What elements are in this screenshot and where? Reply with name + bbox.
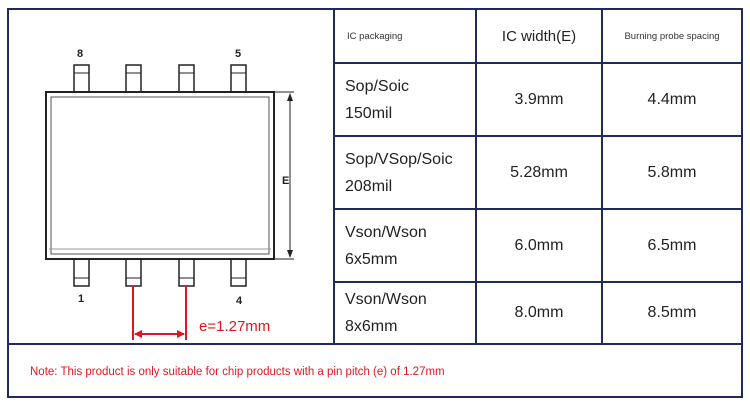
pin-pitch-note: Note: This product is only suitable for … (30, 366, 445, 378)
pin-3 (178, 258, 195, 287)
grid-line-table-bottom (7, 343, 743, 345)
pin-6 (178, 64, 195, 93)
pin-2 (125, 258, 142, 287)
grid-line-bottom (7, 396, 743, 398)
package-name: Sop/Soic (345, 77, 410, 95)
pin-1 (73, 258, 90, 287)
pin-7 (125, 64, 142, 93)
pin-5 (230, 64, 247, 93)
package-name: Vson/Wson (345, 291, 427, 308)
pin-label-5: 5 (235, 48, 242, 60)
pin-4 (230, 258, 247, 287)
package-size: 8x6mm (345, 318, 398, 335)
grid-line-left (7, 8, 9, 398)
package-size: 6x5mm (345, 250, 398, 268)
grid-line-row2 (334, 208, 743, 210)
table-row-2-width: 5.28mm (510, 163, 568, 181)
table-row-3-spacing: 6.5mm (647, 236, 697, 254)
table-row-1-package: Sop/Soic 150mil (337, 64, 475, 135)
grid-line-right (741, 8, 743, 398)
table-row-1-spacing: 4.4mm (647, 90, 697, 108)
table-row-4-width: 8.0mm (514, 304, 564, 321)
pin-label-4: 4 (236, 295, 243, 307)
package-size: 150mil (345, 104, 393, 122)
table-row-2-package: Sop/VSop/Soic 208mil (337, 137, 475, 208)
pitch-dimension-label: e=1.27mm (199, 318, 271, 335)
grid-line-diagram-divider (333, 8, 335, 345)
header-probe-spacing: Burning probe spacing (624, 30, 720, 42)
package-name: Sop/VSop/Soic (345, 150, 453, 168)
table-row-3-width: 6.0mm (514, 236, 564, 254)
pin-8 (73, 64, 90, 93)
header-ic-width: IC width(E) (501, 27, 577, 45)
grid-line-header (334, 62, 743, 64)
width-dimension-label: E (282, 175, 290, 187)
header-ic-packaging: IC packaging (347, 30, 403, 42)
pin-label-8: 8 (77, 48, 84, 60)
pin-label-1: 1 (78, 293, 85, 305)
package-size: 208mil (345, 177, 393, 195)
package-name: Vson/Wson (345, 223, 427, 241)
soic-chip-diagram (45, 64, 294, 340)
grid-line-row3 (334, 281, 743, 283)
table-row-4-spacing: 8.5mm (647, 304, 697, 321)
grid-line-row1 (334, 135, 743, 137)
table-row-1-width: 3.9mm (514, 90, 564, 108)
grid-line-top (7, 8, 743, 10)
grid-line-col2 (475, 8, 477, 345)
table-row-3-package: Vson/Wson 6x5mm (337, 210, 475, 281)
table-row-2-spacing: 5.8mm (647, 163, 697, 181)
grid-line-col3 (601, 8, 603, 345)
chip-body (45, 91, 275, 260)
table-row-4-package: Vson/Wson 8x6mm (337, 283, 475, 343)
